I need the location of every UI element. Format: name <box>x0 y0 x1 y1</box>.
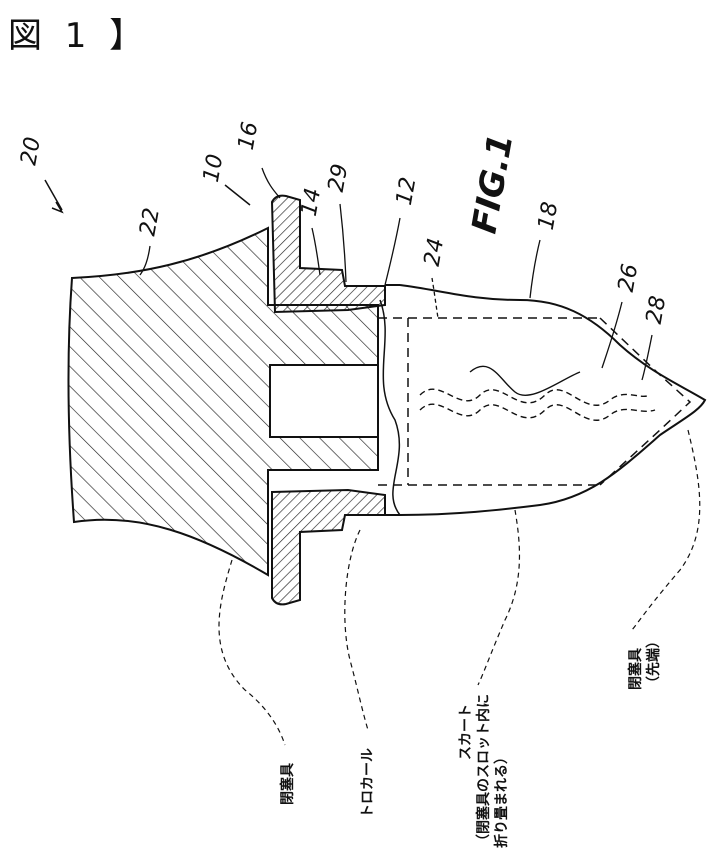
trocar-flange-top <box>272 196 385 312</box>
leader-10 <box>225 185 250 205</box>
ref-16: 16 <box>234 120 263 152</box>
fig-title: FIG.1 <box>464 131 521 237</box>
ref-14: 14 <box>297 186 326 218</box>
leader-trocar <box>345 530 368 730</box>
leader-24 <box>432 278 438 318</box>
callout-skirt-line3: 折り畳まれる） <box>493 750 510 848</box>
callout-tip-line2: （先端） <box>645 634 662 690</box>
ref-12: 12 <box>392 175 421 207</box>
trocar-flange-bottom <box>272 490 385 604</box>
leader-20 <box>45 180 62 210</box>
callout-obturator: 閉塞具 <box>279 763 296 805</box>
callout-trocar: トロカール <box>360 748 376 818</box>
leader-tip <box>632 430 700 630</box>
ref-29: 29 <box>324 162 353 194</box>
callout-skirt-line2: （閉塞具のスロット内に <box>475 694 492 848</box>
ref-18: 18 <box>534 200 563 232</box>
callout-skirt-line1: スカート <box>458 704 474 760</box>
leader-12 <box>385 218 400 285</box>
ref-20: 20 <box>16 135 45 167</box>
leader-26 <box>602 302 622 368</box>
ref-26: 26 <box>614 262 643 294</box>
skirt-fold-1 <box>420 389 650 405</box>
leader-skirt <box>478 510 519 685</box>
ref-22: 22 <box>135 206 164 238</box>
ref-24: 24 <box>420 236 449 268</box>
leader-16 <box>262 168 280 198</box>
skirt-fold-2 <box>420 404 655 420</box>
sleeve-wavy-edge <box>380 300 400 515</box>
leader-18 <box>530 240 540 298</box>
handle-bore <box>270 365 378 437</box>
callout-tip-line1: 閉塞具 <box>627 648 644 690</box>
ref-10: 10 <box>199 152 228 184</box>
ref-28: 28 <box>642 294 671 326</box>
figure-label: 図 1 】 <box>8 8 149 57</box>
leader-28 <box>642 335 652 380</box>
